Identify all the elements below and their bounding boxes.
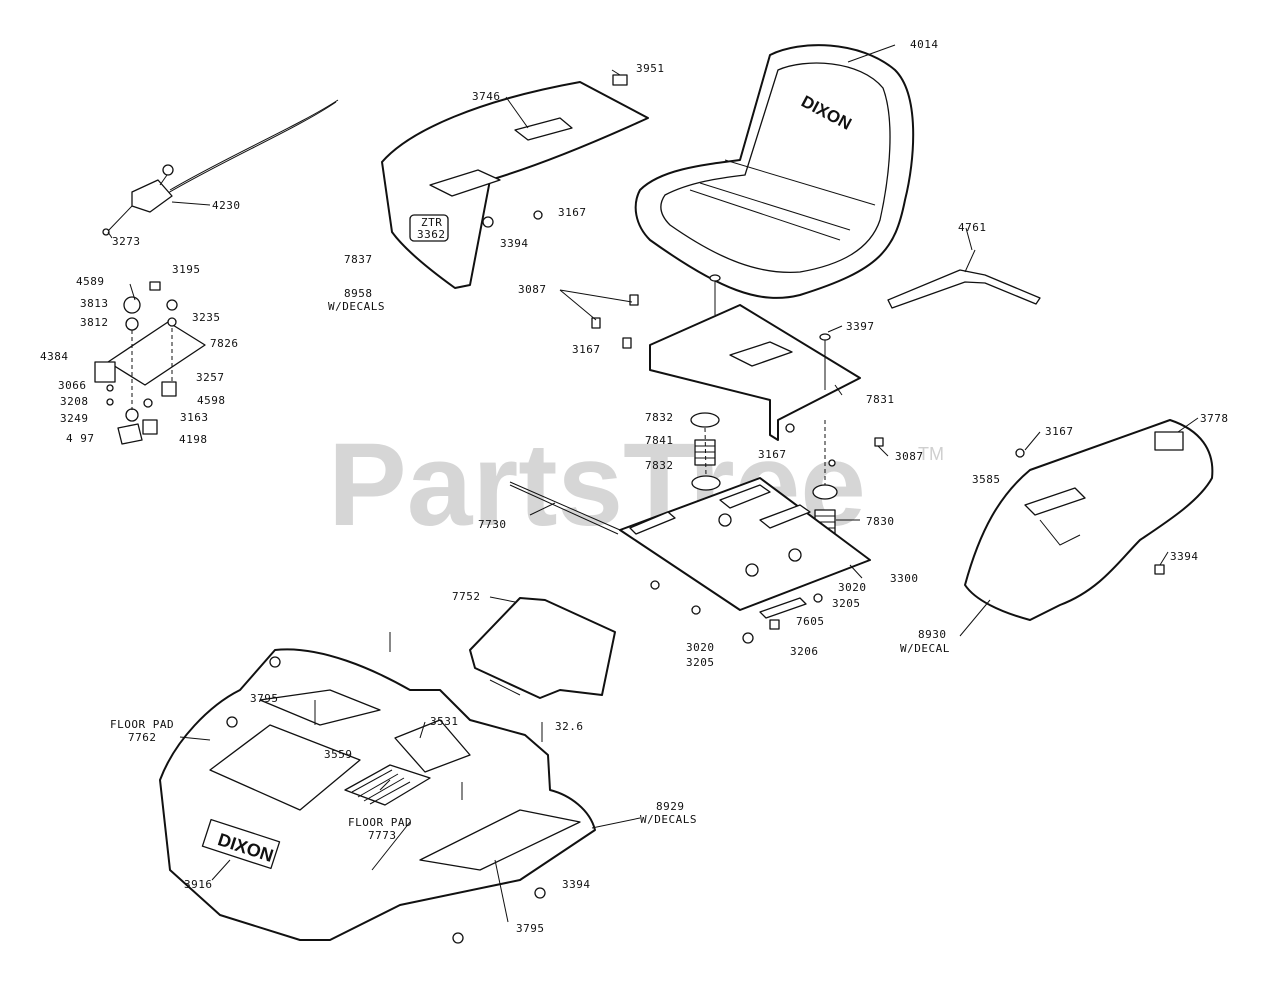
callout-floor-pad-2: FLOOR PAD [348,816,412,829]
fender-decal-ztr: ZTR [421,216,442,229]
callout-7831: 7831 [866,393,895,406]
callout-3167-spring: 3167 [758,448,787,461]
callout-4384: 4384 [40,350,69,363]
callout-4589: 4589 [76,275,105,288]
callout-3778: 3778 [1200,412,1229,425]
throttle-cable-assembly [102,99,339,236]
callout-3273: 3273 [112,235,141,248]
callout-3205-right: 3205 [832,597,861,610]
seat-mounting-plate [591,274,861,441]
callout-3812: 3812 [80,316,109,329]
callout-7832-top: 7832 [645,411,674,424]
seat: DIXON [634,44,915,299]
callout-4-97: 4 97 [66,432,95,445]
callout-4761: 4761 [958,221,987,234]
callout-3795-top: 3795 [250,692,279,705]
callout-floor-pad-1: FLOOR PAD [110,718,174,731]
leader-lines [107,44,1199,923]
callout-3257: 3257 [196,371,225,384]
callout-3206: 3206 [790,645,819,658]
callout-7832-bottom: 7832 [645,459,674,472]
callout-8929: 8929 [656,800,685,813]
callout-3813: 3813 [80,297,109,310]
callout-7752: 7752 [452,590,481,603]
callout-labels: 4230 3273 4589 3195 3813 3812 3235 7826 … [40,38,1229,935]
callout-3394-fender: 3394 [500,237,529,250]
callout-3559: 3559 [324,748,353,761]
seat-latch-rod [887,249,1041,309]
watermark-trademark: TM [918,444,944,464]
callout-8929-decals: W/DECALS [640,813,697,826]
callout-3249: 3249 [60,412,89,425]
seat-base-plate [509,477,871,644]
callout-4230: 4230 [212,199,241,212]
callout-7826: 7826 [210,337,239,350]
callout-3167-right: 3167 [1045,425,1074,438]
callout-3163: 3163 [180,411,209,424]
callout-3205-left: 3205 [686,656,715,669]
callout-3300: 3300 [890,572,919,585]
callout-3795-bottom: 3795 [516,922,545,935]
callout-7837: 7837 [344,253,373,266]
callout-32-6: 32.6 [555,720,584,733]
callout-3746: 3746 [472,90,501,103]
callout-3585: 3585 [972,473,1001,486]
callout-3394-floor: 3394 [562,878,591,891]
callout-3951: 3951 [636,62,665,75]
footrest-floor-pan: DIXON [159,632,596,944]
callout-8930-decal: W/DECAL [900,642,950,655]
rear-fender-right [964,419,1214,621]
callout-3235: 3235 [192,311,221,324]
callout-4014: 4014 [910,38,939,51]
callout-3020-left: 3020 [686,641,715,654]
callout-3531: 3531 [430,715,459,728]
callout-3167-fender: 3167 [558,206,587,219]
callout-3087-top: 3087 [518,283,547,296]
callout-3087-right: 3087 [895,450,924,463]
callout-8958-decals: W/DECALS [328,300,385,313]
fender-decal-model: 3362 [417,228,446,241]
callout-7841: 7841 [645,434,674,447]
callout-3195: 3195 [172,263,201,276]
callout-4598: 4598 [197,394,226,407]
callout-8958: 8958 [344,287,373,300]
callout-7605: 7605 [796,615,825,628]
callout-3167-plate: 3167 [572,343,601,356]
battery-cover [469,597,616,699]
rear-fender-left: ZTR 3362 [381,74,649,289]
callout-3397: 3397 [846,320,875,333]
callout-4198: 4198 [179,433,208,446]
callout-8930: 8930 [918,628,947,641]
callout-7730: 7730 [478,518,507,531]
callout-7762: 7762 [128,731,157,744]
ignition-panel-assembly [94,281,206,445]
callout-3916: 3916 [184,878,213,891]
callout-3020-right: 3020 [838,581,867,594]
callout-3394-right: 3394 [1170,550,1199,563]
callout-7830: 7830 [866,515,895,528]
callout-7773: 7773 [368,829,397,842]
callout-3066: 3066 [58,379,87,392]
callout-3208: 3208 [60,395,89,408]
